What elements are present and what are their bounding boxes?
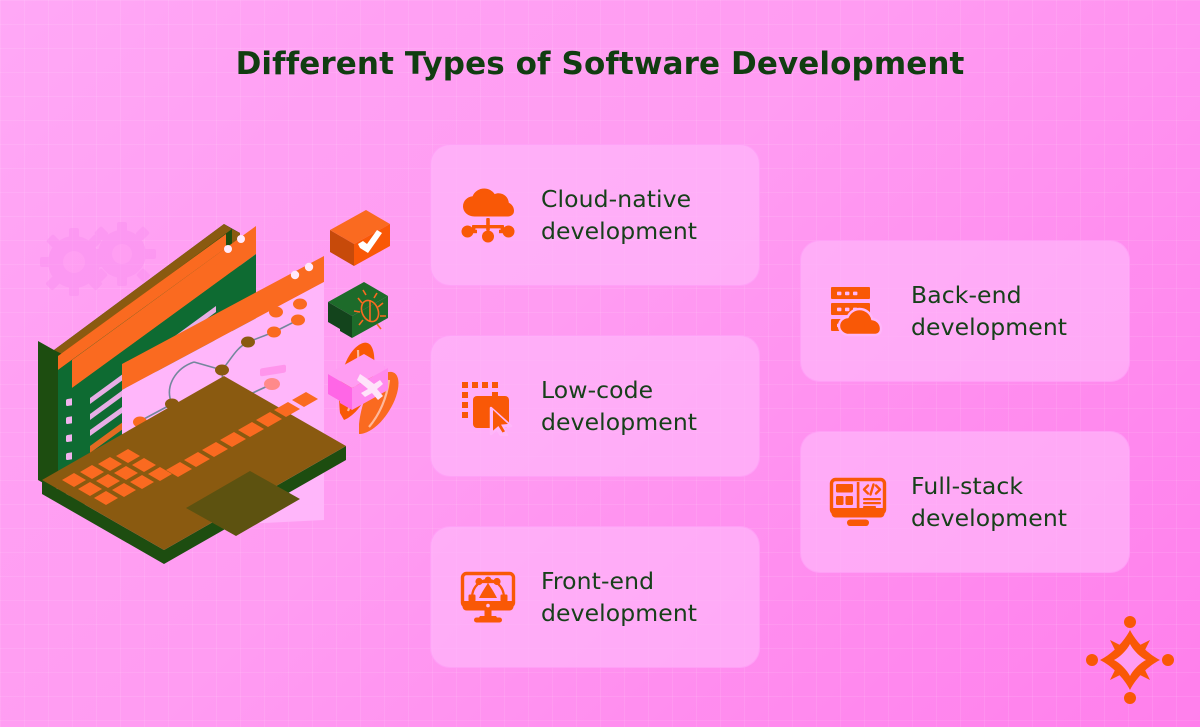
flow-nodes — [133, 298, 307, 428]
trackpad — [186, 471, 300, 536]
isometric-laptop-illustration — [36, 208, 416, 588]
drag-drop-cursor-icon — [457, 375, 519, 437]
bug-badge — [328, 282, 388, 338]
card-label-front-end: Front-end development — [541, 566, 698, 627]
monitor-bezier-icon — [457, 566, 519, 628]
card-back-end[interactable]: Back-end development — [800, 240, 1130, 382]
brand-star-logo[interactable] — [1086, 616, 1174, 704]
keyboard — [62, 392, 318, 505]
monitor-code-layout-icon — [827, 471, 889, 533]
server-cloud-icon — [827, 280, 889, 342]
checkmark-badge — [330, 210, 390, 266]
card-front-end[interactable]: Front-end development — [430, 526, 760, 668]
page-title: Different Types of Software Development — [235, 46, 965, 82]
laptop-base — [42, 376, 346, 564]
card-label-back-end: Back-end development — [911, 280, 1068, 341]
card-label-low-code: Low-code development — [541, 375, 698, 436]
card-low-code[interactable]: Low-code development — [430, 335, 760, 477]
gear-background — [40, 222, 156, 296]
card-full-stack[interactable]: Full-stack development — [800, 431, 1130, 573]
cross-badge — [328, 354, 388, 410]
card-label-full-stack: Full-stack development — [911, 471, 1068, 532]
card-cloud-native[interactable]: Cloud-native development — [430, 144, 760, 286]
cloud-network-icon — [457, 184, 519, 246]
card-label-cloud-native: Cloud-native development — [541, 184, 698, 245]
